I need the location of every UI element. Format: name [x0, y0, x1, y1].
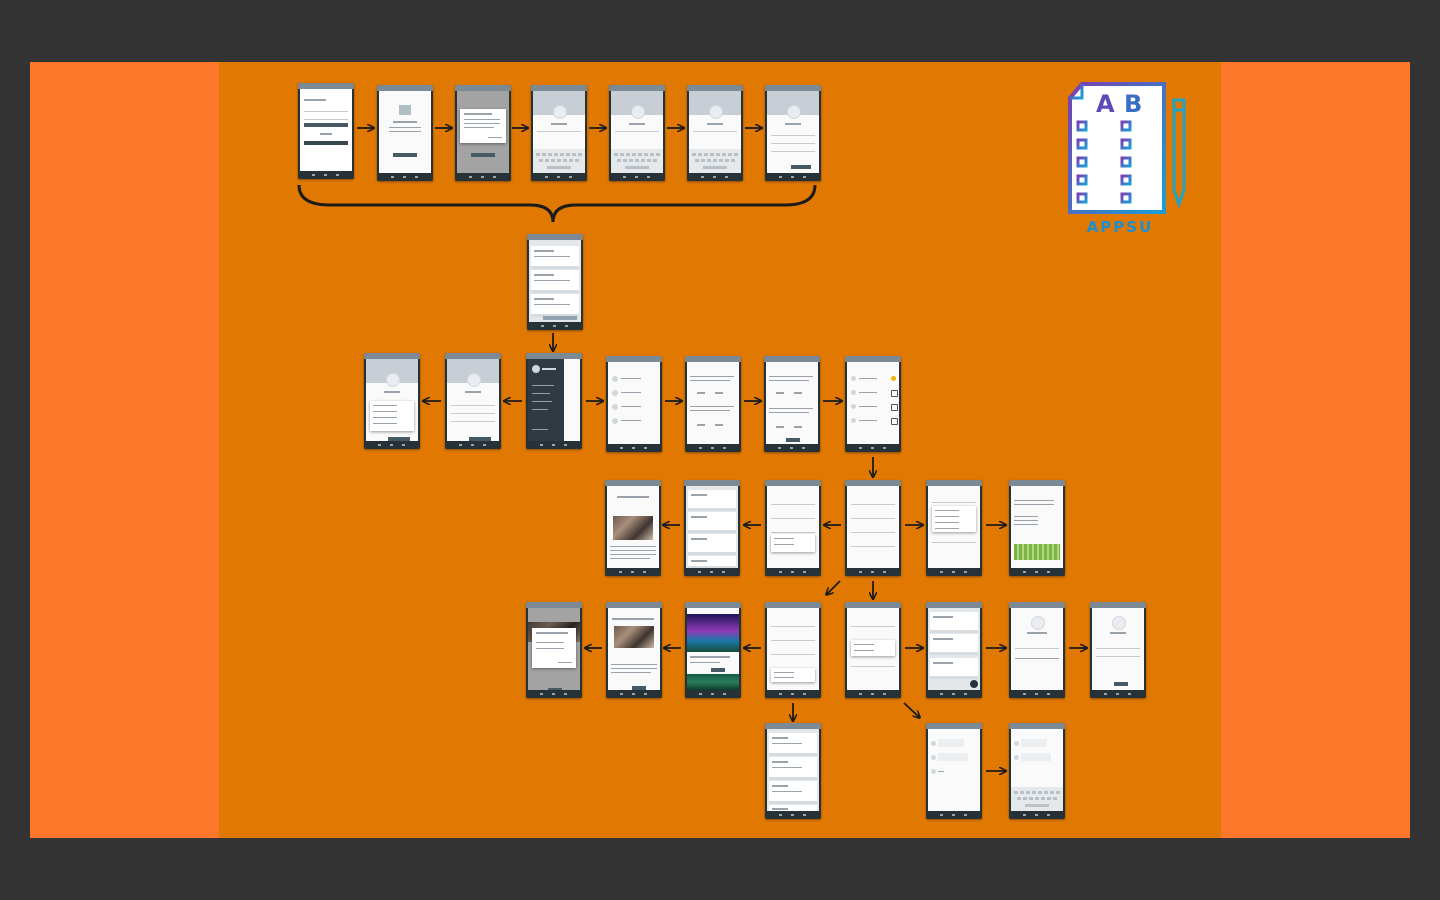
screen-filter	[845, 480, 901, 576]
screen-profile-edit	[445, 353, 501, 449]
screen-profile-keyboard-2	[609, 85, 665, 181]
screen-categories	[606, 356, 662, 452]
logo-brand-text: APPSU	[1086, 218, 1154, 236]
screen-nav-drawer	[526, 353, 582, 449]
screen-events-list	[685, 602, 741, 698]
screen-profile-dropdown	[364, 353, 420, 449]
screen-comments	[926, 602, 982, 698]
logo-letter-a: A	[1096, 90, 1115, 118]
screen-filter-2	[765, 602, 821, 698]
screen-topics-favorites	[845, 356, 901, 452]
screen-profile-form	[765, 85, 821, 181]
screen-survey-questions-1	[685, 356, 741, 452]
screen-login	[298, 83, 354, 179]
screen-survey-questions-2	[764, 356, 820, 452]
screen-news-list	[527, 234, 583, 330]
screen-chat-keyboard	[1009, 723, 1065, 819]
screen-profile-keyboard-1	[531, 85, 587, 181]
screen-filter-expanded	[765, 480, 821, 576]
screen-article-detail	[605, 480, 661, 576]
group-brace	[297, 184, 817, 223]
screen-filter-3	[845, 602, 901, 698]
logo-letter-b: B	[1124, 90, 1143, 118]
screen-chat	[926, 723, 982, 819]
screen-profile-keyboard-3	[687, 85, 743, 181]
screen-share-dialog	[526, 602, 582, 698]
screen-user-profile-b	[1090, 602, 1146, 698]
screen-user-profile-a	[1009, 602, 1065, 698]
screen-news-list-2	[684, 480, 740, 576]
screen-forums-list	[765, 723, 821, 819]
screen-event-detail	[606, 602, 662, 698]
screen-terms-dialog	[455, 85, 511, 181]
screen-privacy	[377, 85, 433, 181]
screen-results-chart	[1009, 480, 1065, 576]
screen-filter-options	[926, 480, 982, 576]
appsu-logo: A B	[1066, 80, 1190, 220]
